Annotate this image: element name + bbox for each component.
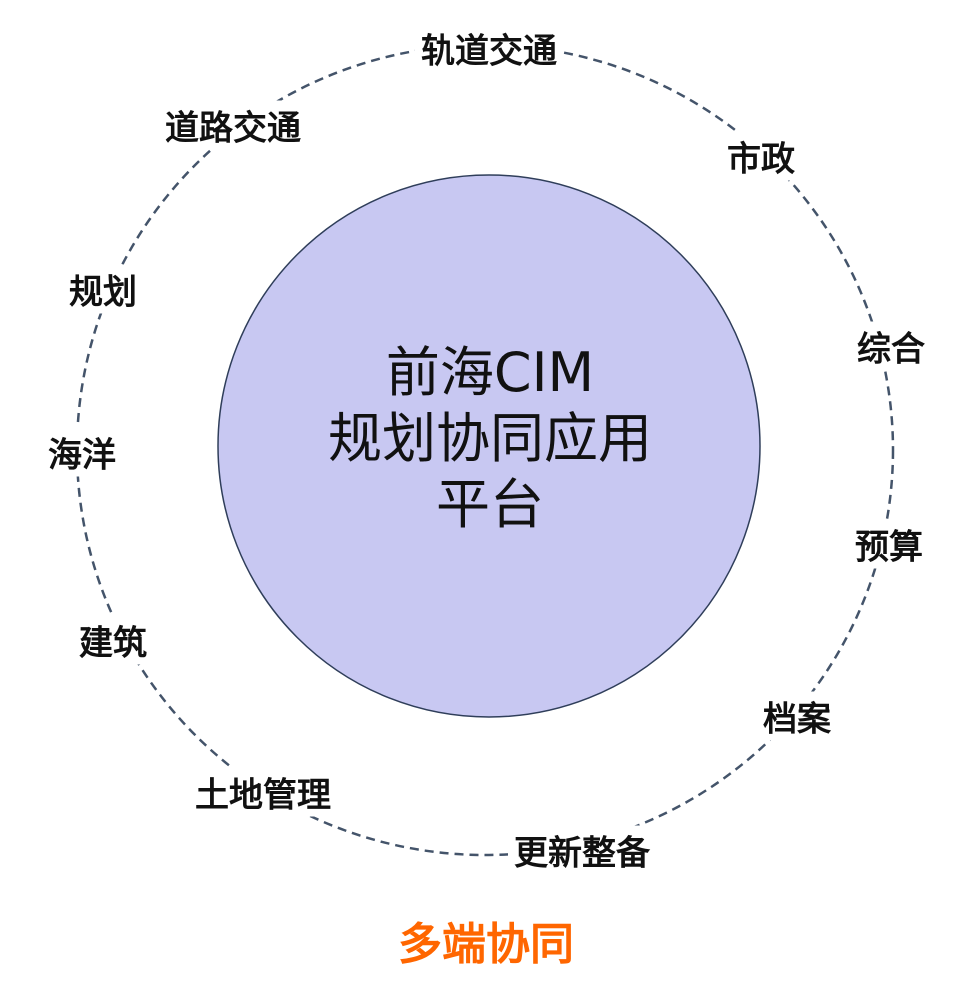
node-comprehensive: 综合 bbox=[851, 321, 931, 371]
center-title-line: 平台 bbox=[436, 473, 544, 536]
node-planning: 规划 bbox=[63, 264, 143, 314]
node-road-transport: 道路交通 bbox=[159, 100, 307, 150]
node-land-management: 土地管理 bbox=[189, 767, 337, 817]
center-title-line: 前海CIM bbox=[385, 341, 595, 404]
node-architecture: 建筑 bbox=[73, 615, 153, 665]
center-circle bbox=[217, 174, 761, 718]
node-budget: 预算 bbox=[849, 519, 929, 569]
center-title-line: 规划协同应用 bbox=[328, 407, 652, 470]
node-rail-transit: 轨道交通 bbox=[415, 23, 563, 73]
node-municipal: 市政 bbox=[721, 131, 801, 181]
node-ocean: 海洋 bbox=[42, 427, 122, 477]
node-archive: 档案 bbox=[757, 691, 837, 741]
footer-caption: 多端协同 bbox=[398, 919, 574, 970]
node-renewal: 更新整备 bbox=[508, 825, 656, 875]
center-title: 前海CIM 规划协同应用 平台 bbox=[250, 340, 730, 538]
